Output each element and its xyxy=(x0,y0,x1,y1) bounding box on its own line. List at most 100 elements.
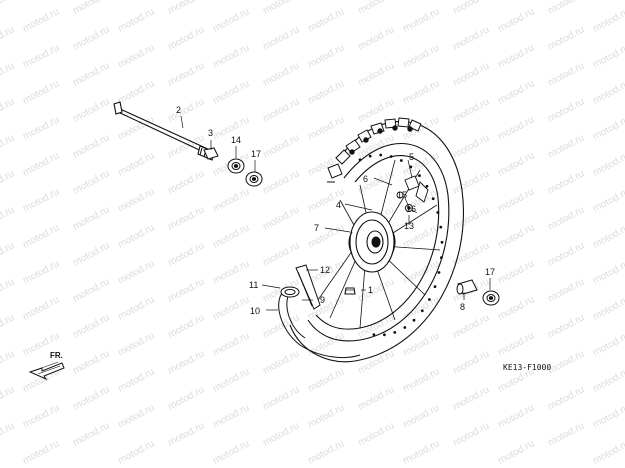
bearing-17-left xyxy=(245,171,263,187)
callout-labels: 2 3 14 17 5 6 15 4 16 13 7 12 11 1 9 10 … xyxy=(176,105,495,316)
watermark-text: motod.ru xyxy=(451,384,491,412)
watermark-text: motod.ru xyxy=(166,348,206,376)
watermark-text: motod.ru xyxy=(211,6,251,34)
watermark-text: motod.ru xyxy=(356,60,396,88)
watermark-text: motod.ru xyxy=(496,330,536,358)
watermark-text: motod.ru xyxy=(496,222,536,250)
watermark-text: motod.ru xyxy=(166,312,206,340)
spoke-nipple xyxy=(439,225,443,229)
watermark-text: motod.ru xyxy=(261,420,301,448)
watermark-text: motod.ru xyxy=(451,168,491,196)
watermark-text: motod.ru xyxy=(306,330,346,358)
watermark-text: motod.ru xyxy=(451,132,491,160)
leader-lines xyxy=(180,115,491,311)
watermark-text: motod.ru xyxy=(0,384,16,412)
tire-tread xyxy=(327,117,422,183)
watermark-text: motod.ru xyxy=(591,222,625,250)
wheel-assembly xyxy=(278,117,464,363)
callout-7: 7 xyxy=(314,223,319,233)
rim-outer-edge xyxy=(307,142,450,342)
watermark-text: motod.ru xyxy=(401,258,441,286)
watermark-text: motod.ru xyxy=(496,150,536,178)
watermark-text: motod.ru xyxy=(211,186,251,214)
watermark-text: motod.ru xyxy=(546,384,586,412)
spoke-nipple xyxy=(412,318,416,322)
valve-cap xyxy=(344,287,356,295)
watermark-text: motod.ru xyxy=(546,276,586,304)
watermark-text: motod.ru xyxy=(116,258,156,286)
front-direction-indicator: FR. xyxy=(28,351,65,381)
watermark-text: motod.ru xyxy=(71,276,111,304)
spoke-nipple xyxy=(440,256,443,259)
watermark-text: motod.ru xyxy=(0,348,16,376)
watermark-text: motod.ru xyxy=(21,438,61,466)
watermark-text: motod.ru xyxy=(496,42,536,70)
watermark-text: motod.ru xyxy=(451,420,491,448)
watermark-text: motod.ru xyxy=(21,114,61,142)
watermark-text: motod.ru xyxy=(591,438,625,466)
callout-6: 6 xyxy=(363,174,368,184)
watermark-text: motod.ru xyxy=(71,204,111,232)
dust-seal-14 xyxy=(227,158,245,174)
rim-inner-edge xyxy=(315,155,440,330)
spoke-nipple xyxy=(389,155,393,158)
watermark-text: motod.ru xyxy=(21,150,61,178)
spoke-nipple xyxy=(436,211,440,214)
spoke-nipple xyxy=(399,159,403,162)
watermark-text: motod.ru xyxy=(116,78,156,106)
distance-collar-8 xyxy=(456,279,478,295)
watermark-text: motod.ru xyxy=(0,132,16,160)
watermark-text: motod.ru xyxy=(166,204,206,232)
spoke-nipple xyxy=(420,309,424,313)
watermark-text: motod.ru xyxy=(0,0,16,17)
watermark-text: motod.ru xyxy=(0,420,16,448)
watermark-text: motod.ru xyxy=(546,168,586,196)
watermark-text: motod.ru xyxy=(71,312,111,340)
callout-8: 8 xyxy=(460,302,465,312)
watermark-text: motod.ru xyxy=(211,294,251,322)
watermark-text: motod.ru xyxy=(116,438,156,466)
watermark-text: motod.ru xyxy=(306,402,346,430)
watermark-text: motod.ru xyxy=(116,294,156,322)
watermark-text: motod.ru xyxy=(306,42,346,70)
watermark-text: motod.ru xyxy=(356,420,396,448)
bearing-17-right xyxy=(482,290,500,306)
callout-17-right: 17 xyxy=(485,267,495,277)
watermark-text: motod.ru xyxy=(0,240,16,268)
watermark-text: motod.ru xyxy=(261,348,301,376)
watermark-text: motod.ru xyxy=(591,258,625,286)
watermark-text: motod.ru xyxy=(211,330,251,358)
spoke-nipple xyxy=(383,333,386,337)
watermark-text: motod.ru xyxy=(451,204,491,232)
watermark-text: motod.ru xyxy=(306,366,346,394)
watermark-text: motod.ru xyxy=(401,438,441,466)
watermark-text: motod.ru xyxy=(356,0,396,17)
watermark-text: motod.ru xyxy=(166,384,206,412)
watermark-text: motod.ru xyxy=(166,240,206,268)
watermark-text: motod.ru xyxy=(71,60,111,88)
watermark-text: motod.ru xyxy=(356,384,396,412)
watermark-text: motod.ru xyxy=(0,312,16,340)
watermark-text: motod.ru xyxy=(261,60,301,88)
watermark-text: motod.ru xyxy=(401,150,441,178)
watermark-text: motod.ru xyxy=(591,330,625,358)
watermark-text: motod.ru xyxy=(546,132,586,160)
watermark-text: motod.ru xyxy=(71,96,111,124)
watermark-text: motod.ru xyxy=(21,6,61,34)
watermark-text: motod.ru xyxy=(211,222,251,250)
callout-13: 13 xyxy=(404,221,414,231)
watermark-text: motod.ru xyxy=(451,0,491,17)
watermark-text: motod.ru xyxy=(591,42,625,70)
callout-14: 14 xyxy=(231,135,241,145)
watermark-text: motod.ru xyxy=(21,294,61,322)
watermark-text: motod.ru xyxy=(591,294,625,322)
watermark-text: motod.ru xyxy=(116,330,156,358)
watermark-text: motod.ru xyxy=(546,204,586,232)
spoke-nipple xyxy=(409,165,413,169)
watermark-text: motod.ru xyxy=(0,168,16,196)
watermark-text: motod.ru xyxy=(261,0,301,17)
watermark-text: motod.ru xyxy=(496,114,536,142)
watermark-text: motod.ru xyxy=(546,348,586,376)
watermark-text: motod.ru xyxy=(401,6,441,34)
